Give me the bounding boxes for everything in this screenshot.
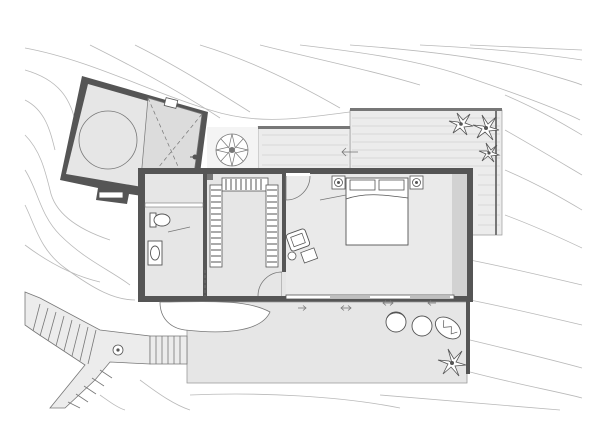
stair-treads xyxy=(32,303,181,409)
chair-icon xyxy=(385,311,407,333)
sliding-door-arrow-icon xyxy=(340,305,352,311)
rear-deck xyxy=(257,108,503,236)
topographic-contours xyxy=(24,44,583,411)
round-table-icon xyxy=(411,315,433,337)
courtyard xyxy=(207,127,258,170)
sink-icon xyxy=(147,240,163,266)
bed-icon xyxy=(345,177,409,246)
armchair-icon xyxy=(285,228,311,252)
deck-plants xyxy=(448,112,501,163)
toilet-icon xyxy=(149,212,171,228)
wardrobe-rail-top xyxy=(221,177,269,192)
palm-plant-icon xyxy=(478,142,501,163)
sliding-doors xyxy=(285,294,455,300)
wardrobe-rail-left xyxy=(209,184,223,268)
palm-plant-icon xyxy=(472,114,500,141)
stair-boardwalk xyxy=(24,291,188,409)
sliding-door-arrow-icon xyxy=(427,300,436,306)
wardrobe-rail-right xyxy=(265,184,279,268)
terrace-curve xyxy=(159,301,271,333)
ottoman-icon xyxy=(287,247,319,264)
palm-plant-icon xyxy=(437,348,467,377)
bedroom xyxy=(285,173,467,296)
entry-door-swing xyxy=(285,175,311,201)
sliding-door-arrows xyxy=(298,300,436,311)
palm-plant-icon xyxy=(448,112,474,136)
nightstand-right-icon xyxy=(409,175,424,190)
shower-head-icon xyxy=(190,154,200,160)
light-post-icon xyxy=(112,344,124,356)
front-terrace xyxy=(159,299,470,384)
nightstand-left-icon xyxy=(331,175,346,190)
lounge-chair-icon xyxy=(434,316,462,340)
sliding-door-arrow-icon xyxy=(382,300,394,306)
walk-in-closet xyxy=(203,174,286,297)
shower-drain-area xyxy=(78,110,138,170)
sliding-door-arrow-icon xyxy=(298,305,307,311)
shrub-icon xyxy=(215,133,249,167)
wc-room xyxy=(144,202,206,296)
closet-door-swing xyxy=(257,271,283,297)
sliding-door-arrow-icon xyxy=(341,147,358,157)
